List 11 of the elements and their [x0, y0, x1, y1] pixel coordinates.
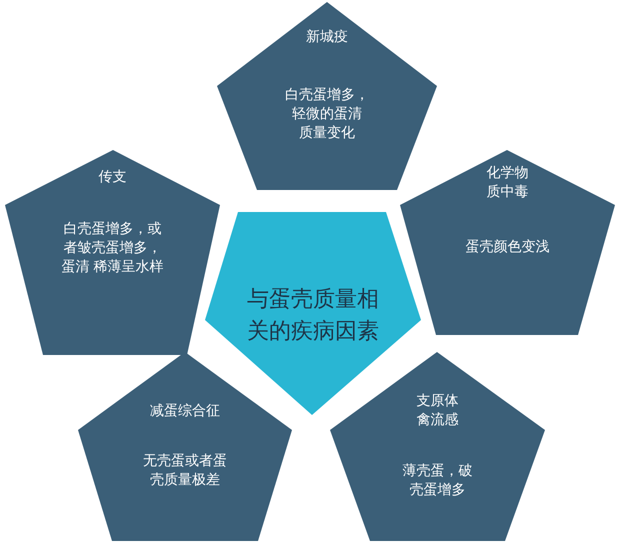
symptom-text: 无壳蛋或者蛋壳质量极差: [142, 452, 228, 490]
disease-name: 新城疫: [305, 28, 349, 47]
symptom-text: 白壳蛋增多，或者皱壳蛋增多，蛋清 稀薄呈水样: [60, 220, 165, 277]
disease-name: 减蛋综合征: [149, 402, 221, 421]
symptom-text: 蛋壳颜色变浅: [464, 238, 550, 257]
disease-name: 传支: [98, 168, 128, 187]
center-title: 与蛋壳质量相关的疾病因素: [246, 286, 380, 346]
symptom-text: 白壳蛋增多，轻微的蛋清质量变化: [284, 86, 370, 143]
disease-name: 化学物质中毒: [486, 164, 530, 202]
symptom-text: 薄壳蛋，破壳蛋增多: [402, 462, 474, 500]
disease-name: 支原体禽流感: [416, 392, 460, 430]
